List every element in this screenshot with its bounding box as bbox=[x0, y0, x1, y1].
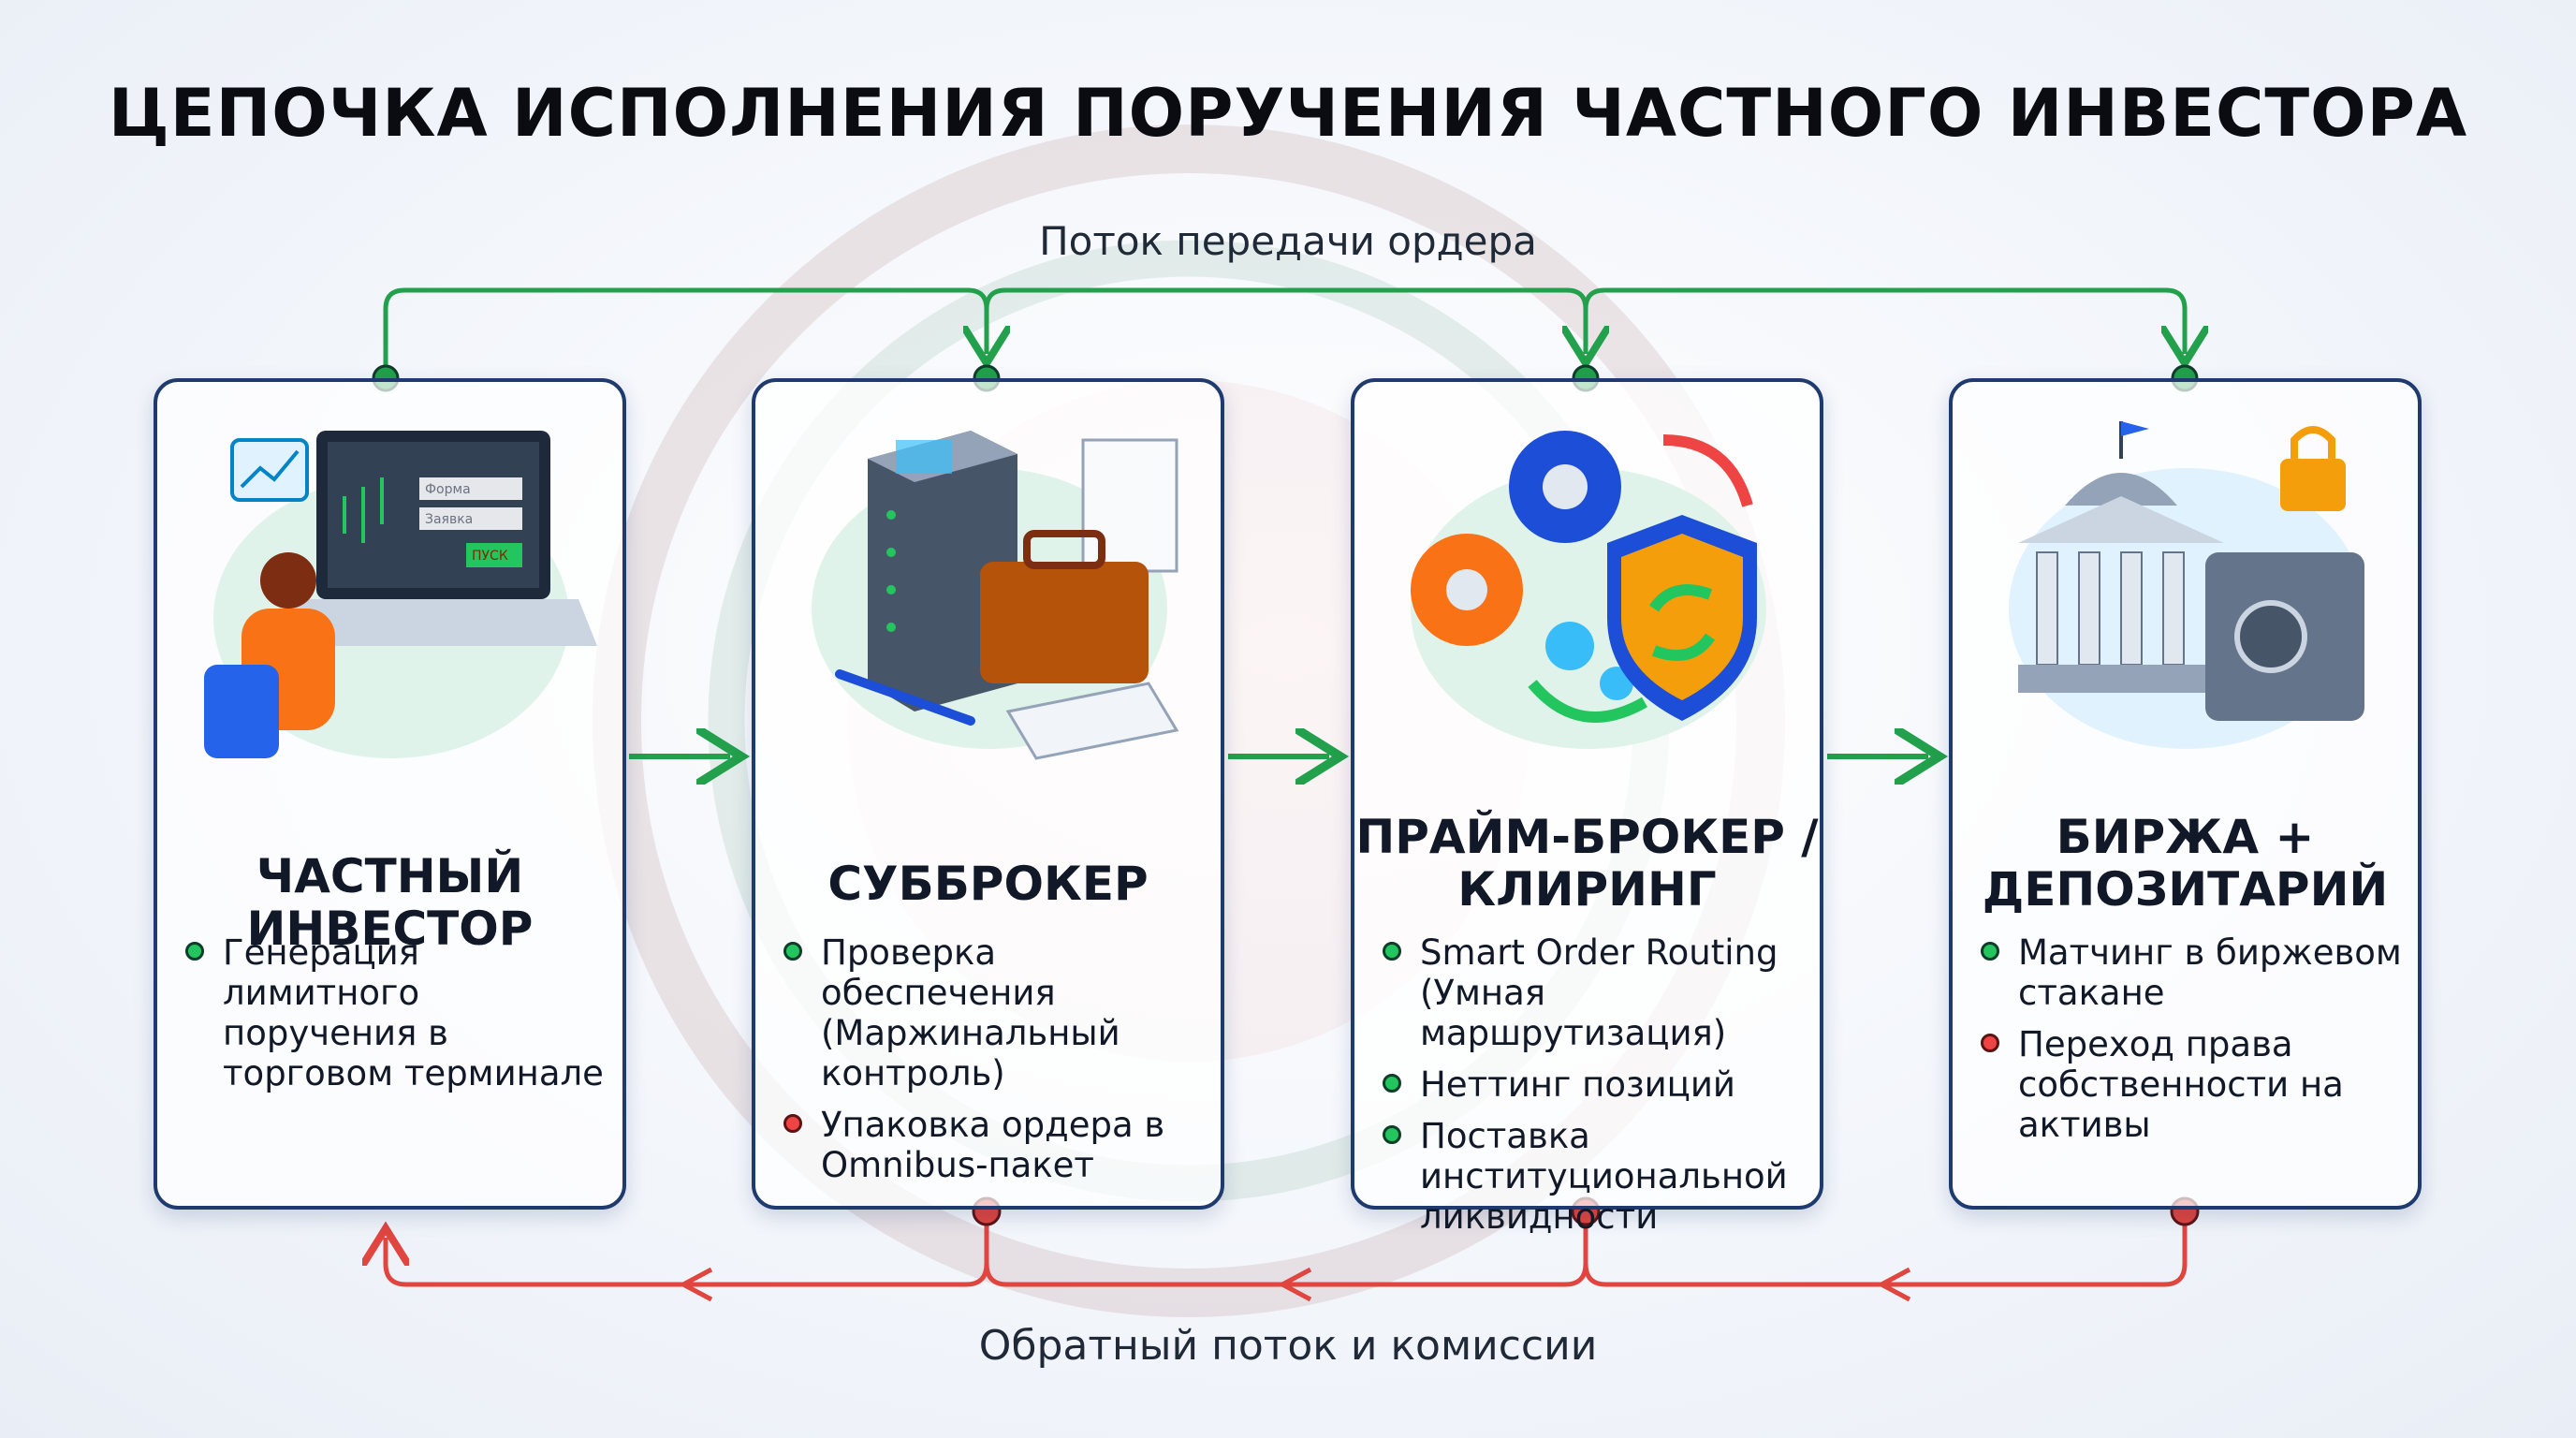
bullet-dot-icon bbox=[1981, 942, 1999, 961]
bullet-dot-icon bbox=[783, 942, 802, 961]
bullet-text: Неттинг позиций bbox=[1420, 1064, 1735, 1105]
bullet-text: Упаковка ордера в Omnibus-пакет bbox=[821, 1105, 1165, 1185]
bullet-item: Генерация лимитного поручения в торговом… bbox=[180, 932, 609, 1093]
card-title-line1: ПРАЙМ-БРОКЕР / bbox=[1355, 810, 1819, 864]
bullet-item: Неттинг позиций bbox=[1377, 1064, 1807, 1105]
gears-shield-icon bbox=[1411, 431, 1766, 749]
bullet-dot-icon bbox=[185, 942, 204, 961]
bullet-text: Переход права собственности на активы bbox=[2018, 1024, 2344, 1145]
investor-laptop-icon: Форма Заявка ПУСК bbox=[204, 431, 597, 758]
bullet-item: Поставка институциональной ликвидности bbox=[1377, 1116, 1807, 1237]
card-title-line1: СУББРОКЕР bbox=[827, 857, 1149, 911]
bullet-text: Smart Order Routing (Умная маршрутизация… bbox=[1420, 932, 1778, 1053]
bullet-dot-icon bbox=[1383, 1125, 1401, 1144]
screen-label-form: Форма bbox=[425, 482, 471, 497]
card-title-line2: ДЕПОЗИТАРИЙ bbox=[1982, 862, 2389, 917]
card-title-line2: ИНВЕСТОР bbox=[246, 902, 534, 956]
bullet-item: Проверка обеспечения (Маржинальный контр… bbox=[778, 932, 1208, 1093]
bullet-item: Переход права собственности на активы bbox=[1975, 1024, 2405, 1145]
card-title-line1: БИРЖА + bbox=[2056, 810, 2315, 864]
backward-flow-bottom bbox=[386, 1211, 2188, 1287]
bullet-item: Smart Order Routing (Умная маршрутизация… bbox=[1377, 932, 1807, 1053]
bullet-text: Поставка институциональной ликвидности bbox=[1420, 1116, 1788, 1237]
screen-label-order: Заявка bbox=[425, 512, 473, 527]
bullet-text: Генерация лимитного поручения в торговом… bbox=[223, 932, 604, 1093]
bullet-dot-icon bbox=[1981, 1034, 1999, 1052]
bullet-item: Матчинг в биржевом стакане bbox=[1975, 932, 2405, 1013]
card-private-investor: Форма Заявка ПУСК ЧАСТНЫЙ ИНВЕСТОР Генер… bbox=[154, 378, 626, 1210]
screen-label-start: ПУСК bbox=[472, 549, 508, 564]
bullet-dot-icon bbox=[783, 1114, 802, 1133]
bullet-dot-icon bbox=[1383, 942, 1401, 961]
page-title: ЦЕПОЧКА ИСПОЛНЕНИЯ ПОРУЧЕНИЯ ЧАСТНОГО ИН… bbox=[108, 75, 2468, 152]
card-title-line1: ЧАСТНЫЙ bbox=[256, 849, 524, 903]
bullet-text: Матчинг в биржевом стакане bbox=[2018, 932, 2402, 1013]
backward-flow-label: Обратный поток и комиссии bbox=[978, 1322, 1598, 1370]
card-prime-broker-clearing: ПРАЙМ-БРОКЕР / КЛИРИНГ Smart Order Routi… bbox=[1351, 378, 1823, 1237]
card-exchange-depository: БИРЖА + ДЕПОЗИТАРИЙ Матчинг в биржевом с… bbox=[1949, 378, 2422, 1210]
exchange-vault-icon bbox=[2009, 421, 2364, 749]
bullet-dot-icon bbox=[1383, 1074, 1401, 1093]
bullet-item: Упаковка ордера в Omnibus-пакет bbox=[778, 1105, 1208, 1185]
server-briefcase-icon bbox=[812, 431, 1179, 760]
card-title-line2: КЛИРИНГ bbox=[1457, 862, 1717, 917]
card-subbroker: СУББРОКЕР Проверка обеспечения (Маржинал… bbox=[752, 378, 1224, 1210]
bullet-text: Проверка обеспечения (Маржинальный контр… bbox=[821, 932, 1120, 1093]
forward-flow-label: Поток передачи ордера bbox=[1039, 218, 1537, 264]
forward-flow-top bbox=[383, 287, 2185, 376]
